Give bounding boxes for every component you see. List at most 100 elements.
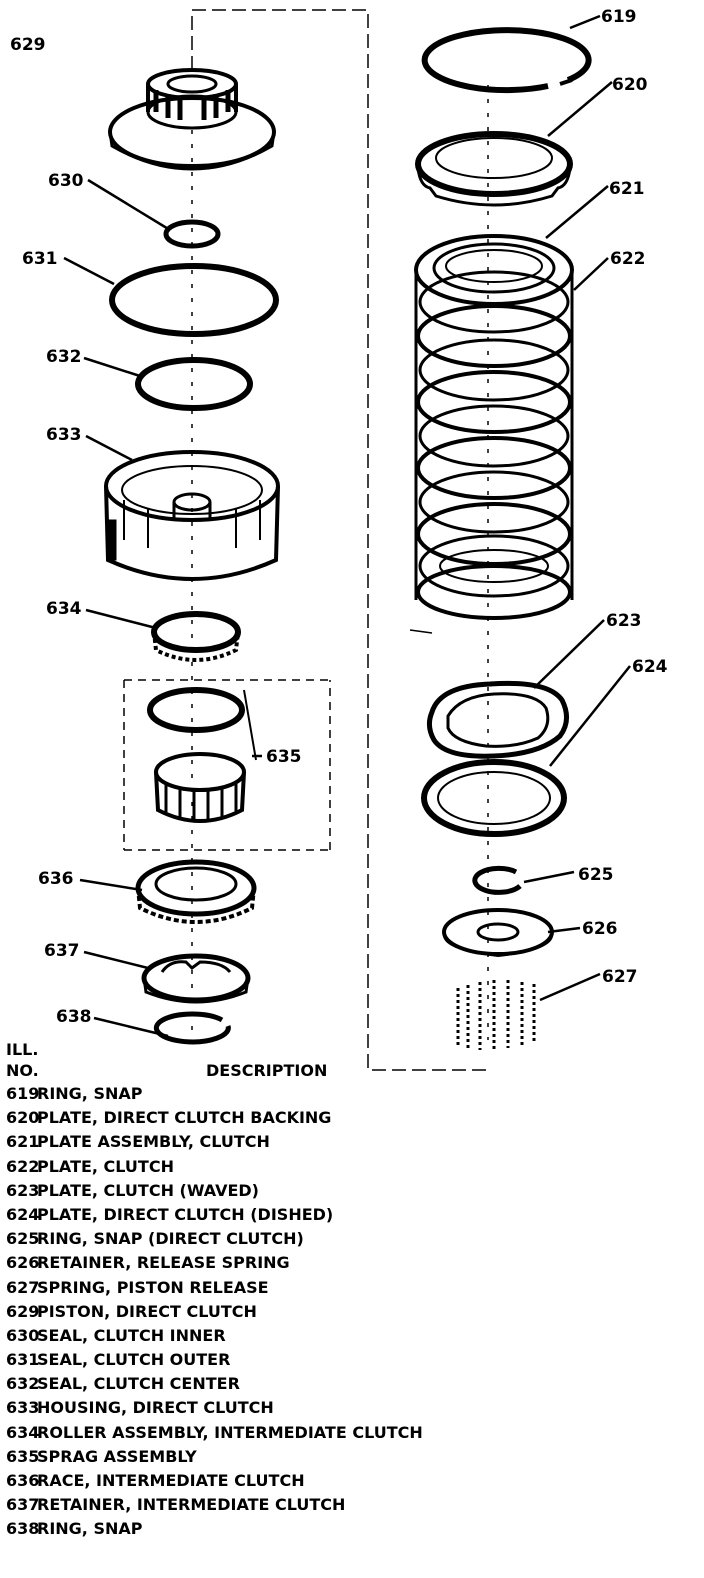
legend-row: 622PLATE, CLUTCH <box>6 1155 696 1179</box>
legend-row: 626RETAINER, RELEASE SPRING <box>6 1251 696 1275</box>
legend-header-ill: ILL. <box>6 1040 39 1059</box>
legend-row: 624PLATE, DIRECT CLUTCH (DISHED) <box>6 1203 696 1227</box>
part-632-center-seal <box>135 357 253 411</box>
legend-row-description: PLATE, DIRECT CLUTCH BACKING <box>37 1108 332 1128</box>
legend-row-number: 634 <box>6 1422 40 1442</box>
legend-row-number: 624 <box>6 1204 40 1224</box>
part-637-intermediate-clutch-retainer <box>141 953 251 1004</box>
legend-row-number: 620 <box>6 1108 40 1128</box>
legend-row-number: 630 <box>6 1325 40 1345</box>
callout-624: 624 <box>632 657 668 677</box>
part-636-intermediate-clutch-race <box>135 859 257 924</box>
callout-630: 630 <box>48 171 84 191</box>
part-633-direct-clutch-housing <box>104 450 280 581</box>
part-630-inner-seal <box>163 219 221 249</box>
part-629-direct-clutch-piston <box>108 68 276 171</box>
legend-row: 629PISTON, DIRECT CLUTCH <box>6 1300 696 1324</box>
legend-row: 621PLATE ASSEMBLY, CLUTCH <box>6 1130 696 1154</box>
part-634-roller-assembly <box>151 611 241 662</box>
legend-row-description: RETAINER, INTERMEDIATE CLUTCH <box>37 1495 346 1515</box>
callout-633: 633 <box>46 425 82 445</box>
leader-lines <box>63 14 631 1038</box>
legend-row-description: PISTON, DIRECT CLUTCH <box>37 1301 257 1321</box>
legend-row-description: RING, SNAP <box>37 1084 143 1103</box>
part-620-backing-plate <box>415 131 573 207</box>
part-624-dished-plate <box>421 759 567 837</box>
legend-row: 623PLATE, CLUTCH (WAVED) <box>6 1179 696 1203</box>
legend-row-description: PLATE, CLUTCH <box>37 1156 174 1176</box>
callout-635: 635 <box>266 747 302 767</box>
part-635-sprag-assembly <box>123 679 331 851</box>
legend-row-number: 631 <box>6 1350 40 1370</box>
legend-row-number: 623 <box>6 1180 40 1200</box>
legend-header-row: NO. DESCRIPTION <box>6 1060 696 1082</box>
legend-row: 632SEAL, CLUTCH CENTER <box>6 1372 696 1396</box>
legend-row-number: 625 <box>6 1229 40 1249</box>
legend-header-description: DESCRIPTION <box>206 1061 328 1080</box>
legend-row: 638RING, SNAP <box>6 1517 696 1541</box>
part-627-piston-release-springs <box>456 980 536 1050</box>
legend-row-description: RING, SNAP (DIRECT CLUTCH) <box>37 1229 304 1249</box>
legend-row-number: 638 <box>6 1519 40 1539</box>
legend-row-description: SEAL, CLUTCH INNER <box>37 1325 226 1345</box>
callout-627: 627 <box>602 967 638 987</box>
legend-row: 620PLATE, DIRECT CLUTCH BACKING <box>6 1106 696 1130</box>
legend-row-description: HOUSING, DIRECT CLUTCH <box>37 1398 274 1418</box>
legend-row-description: PLATE, CLUTCH (WAVED) <box>37 1180 259 1200</box>
legend-row: 631SEAL, CLUTCH OUTER <box>6 1348 696 1372</box>
callout-625: 625 <box>578 865 614 885</box>
callout-638: 638 <box>56 1007 92 1027</box>
legend-row-description: SPRAG ASSEMBLY <box>37 1446 197 1466</box>
callout-620: 620 <box>612 75 648 95</box>
callout-623: 623 <box>606 611 642 631</box>
callout-631: 631 <box>22 249 58 269</box>
legend-row-number: 629 <box>6 1301 40 1321</box>
legend-row-description: ROLLER ASSEMBLY, INTERMEDIATE CLUTCH <box>37 1422 423 1442</box>
callout-636: 636 <box>38 869 74 889</box>
part-626-release-spring-retainer <box>442 908 554 958</box>
callout-637: 637 <box>44 941 80 961</box>
callout-626: 626 <box>582 919 618 939</box>
callout-619: 619 <box>601 7 637 27</box>
legend-row-number: 622 <box>6 1156 40 1176</box>
legend-row: 636RACE, INTERMEDIATE CLUTCH <box>6 1469 696 1493</box>
legend-row-number: 637 <box>6 1495 40 1515</box>
part-621-622-clutch-plate-stack <box>414 234 574 620</box>
legend-row-description: SEAL, CLUTCH CENTER <box>37 1374 240 1394</box>
callout-634: 634 <box>46 599 82 619</box>
legend-row-description: SEAL, CLUTCH OUTER <box>37 1350 231 1370</box>
legend-row: 630SEAL, CLUTCH INNER <box>6 1324 696 1348</box>
legend-row: 633HOUSING, DIRECT CLUTCH <box>6 1396 696 1420</box>
legend-row: 637RETAINER, INTERMEDIATE CLUTCH <box>6 1493 696 1517</box>
callout-632: 632 <box>46 347 82 367</box>
legend-row-number: 621 <box>6 1132 40 1152</box>
legend-header-no: NO. <box>6 1061 39 1080</box>
legend-row: 634ROLLER ASSEMBLY, INTERMEDIATE CLUTCH <box>6 1421 696 1445</box>
legend-row: 619RING, SNAP <box>6 1082 696 1106</box>
legend-row-description: SPRING, PISTON RELEASE <box>37 1277 269 1297</box>
parts-legend: ILL. NO. DESCRIPTION 619RING, SNAP 620PL… <box>6 1040 696 1542</box>
legend-row-description: RETAINER, RELEASE SPRING <box>37 1253 290 1273</box>
part-619-snap-ring <box>421 27 592 94</box>
callout-621: 621 <box>609 179 645 199</box>
legend-row: 635SPRAG ASSEMBLY <box>6 1445 696 1469</box>
legend-row-description: RING, SNAP <box>37 1519 143 1539</box>
legend-row-description: RACE, INTERMEDIATE CLUTCH <box>37 1471 305 1490</box>
legend-row-number: 635 <box>6 1446 40 1466</box>
part-625-snap-ring <box>472 865 522 895</box>
legend-row-number: 627 <box>6 1277 40 1297</box>
callout-629: 629 <box>10 35 46 55</box>
callout-labels: 619 620 621 622 623 624 625 626 627 629 … <box>10 7 668 1027</box>
callout-622: 622 <box>610 249 646 269</box>
legend-row-description: PLATE ASSEMBLY, CLUTCH <box>37 1132 270 1152</box>
legend-rows: 619RING, SNAP 620PLATE, DIRECT CLUTCH BA… <box>6 1082 696 1542</box>
legend-row-description: PLATE, DIRECT CLUTCH (DISHED) <box>37 1204 334 1224</box>
legend-row-number: 633 <box>6 1398 40 1418</box>
part-623-waved-plate <box>426 680 569 759</box>
legend-row: 625RING, SNAP (DIRECT CLUTCH) <box>6 1227 696 1251</box>
part-631-outer-seal <box>109 263 279 337</box>
legend-row-number: 632 <box>6 1374 40 1394</box>
legend-row-number: 626 <box>6 1253 40 1273</box>
legend-row-number: 636 <box>6 1471 40 1490</box>
